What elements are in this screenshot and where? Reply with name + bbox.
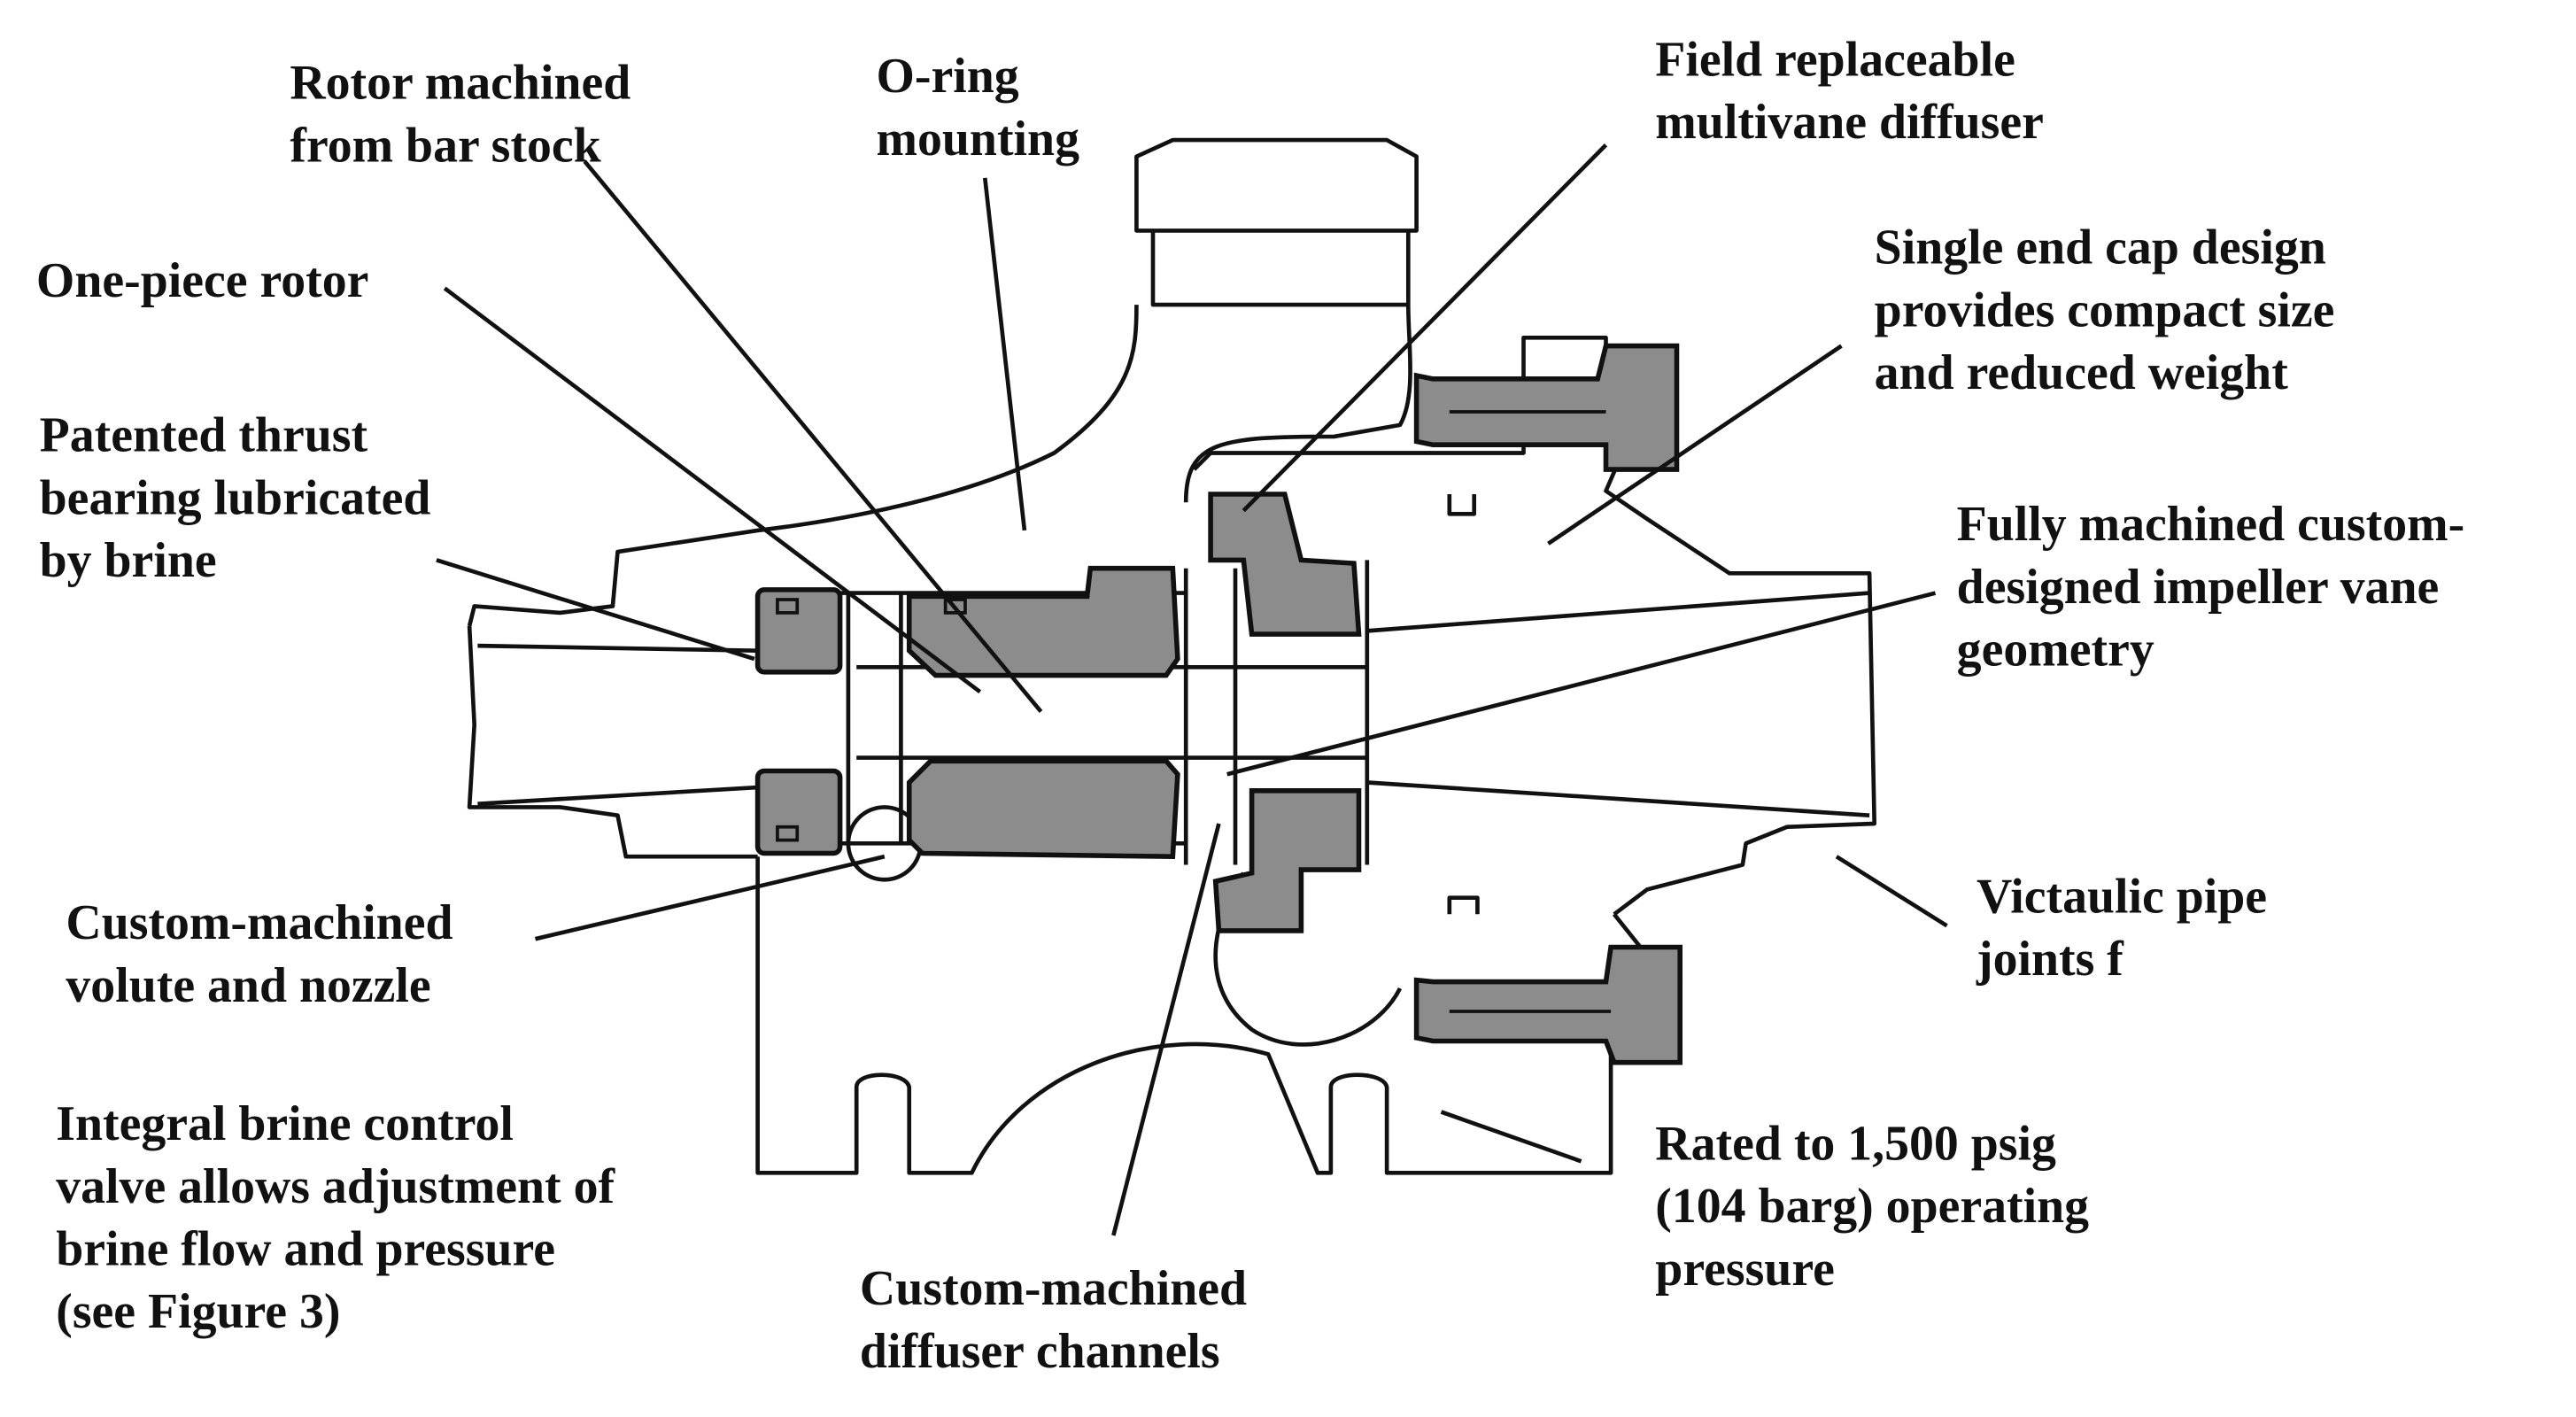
inlet-taper-lower xyxy=(477,785,758,807)
leader-fully-machined xyxy=(1226,591,1937,777)
label-o-ring: O-ring mounting xyxy=(876,49,1079,166)
label-rotor-machined: Rotor machined from bar stock xyxy=(290,56,631,174)
volute-lower-casing xyxy=(755,856,1650,1175)
top-outlet-neck xyxy=(1150,230,1411,307)
leader-one-piece-rotor xyxy=(443,286,982,694)
diffuser-upper xyxy=(1208,492,1362,637)
leader-patented-thrust xyxy=(436,558,755,662)
label-field-replaceable: Field replaceable multivane diffuser xyxy=(1655,33,2044,151)
inlet-bore xyxy=(467,625,758,859)
leader-o-ring xyxy=(982,177,1027,531)
rotor-upper-part xyxy=(906,565,1180,678)
leader-custom-volute xyxy=(534,854,886,941)
leader-field-replaceable xyxy=(1242,143,1608,513)
end-cap-bolt-top xyxy=(1413,343,1680,472)
label-rated: Rated to 1,500 psig (104 barg) operating… xyxy=(1655,1117,2090,1297)
thrust-bearing-lower xyxy=(754,768,843,856)
label-single-end-cap: Single end cap design provides compact s… xyxy=(1874,221,2335,400)
bearing-keyhole-bottom xyxy=(776,825,800,842)
leader-single-end-cap xyxy=(1547,344,1843,546)
label-fully-machined: Fully machined custom- designed impeller… xyxy=(1956,497,2465,678)
thrust-bearing-upper xyxy=(754,587,843,675)
o-ring-groove-bottom xyxy=(1447,895,1480,915)
rotor-keyhole xyxy=(943,598,967,615)
leader-rotor-machined xyxy=(583,159,1043,714)
leader-victaulic xyxy=(1835,855,1948,928)
bearing-keyhole-top xyxy=(776,598,800,615)
leader-rated xyxy=(1440,1110,1582,1164)
casing-top-left xyxy=(467,305,1139,627)
outlet-taper-lower xyxy=(1366,780,1870,818)
diffuser-lower xyxy=(1212,788,1362,933)
label-custom-diffuser: Custom-machined diffuser channels xyxy=(859,1261,1248,1379)
leader-custom-diffuser xyxy=(1111,823,1221,1236)
label-custom-volute: Custom-machined volute and nozzle xyxy=(66,895,453,1013)
label-one-piece-rotor: One-piece rotor xyxy=(35,253,369,308)
top-outlet-nozzle xyxy=(1134,137,1419,233)
end-cap-top xyxy=(1192,335,1877,917)
outlet-taper-upper xyxy=(1366,591,1870,633)
casing-top-right xyxy=(1183,305,1412,503)
o-ring-groove-top xyxy=(1447,494,1477,516)
label-integral-valve: Integral brine control valve allows adju… xyxy=(56,1096,615,1340)
inlet-taper-upper xyxy=(477,643,758,654)
end-cap-bolt-bottom xyxy=(1413,944,1683,1065)
label-patented-thrust: Patented thrust bearing lubricated by br… xyxy=(39,408,431,589)
rotor-lower-part xyxy=(906,758,1180,860)
label-victaulic: Victaulic pipe joints f xyxy=(1976,870,2268,987)
